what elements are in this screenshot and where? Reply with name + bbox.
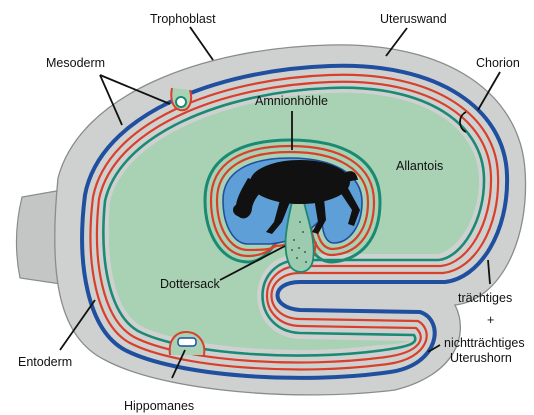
label-dottersack: Dottersack	[160, 277, 220, 291]
label-plus: +	[487, 313, 494, 327]
label-hippomanes: Hippomanes	[124, 399, 194, 413]
mesoderm-fold	[171, 88, 191, 110]
label-uterushorn: Uterushorn	[450, 351, 512, 365]
label-uteruswand: Uteruswand	[380, 12, 447, 26]
label-chorion: Chorion	[476, 56, 520, 70]
pointer-trophoblast	[190, 27, 213, 60]
label-trophoblast: Trophoblast	[150, 12, 216, 26]
label-mesoderm: Mesoderm	[46, 56, 105, 70]
label-traechtiges: trächtiges	[458, 291, 512, 305]
label-amnionhoehle: Amnionhöhle	[255, 94, 328, 108]
label-entoderm: Entoderm	[18, 355, 72, 369]
label-allantois: Allantois	[396, 159, 443, 173]
label-nichttraechtiges: nichtträchtiges	[444, 336, 525, 350]
